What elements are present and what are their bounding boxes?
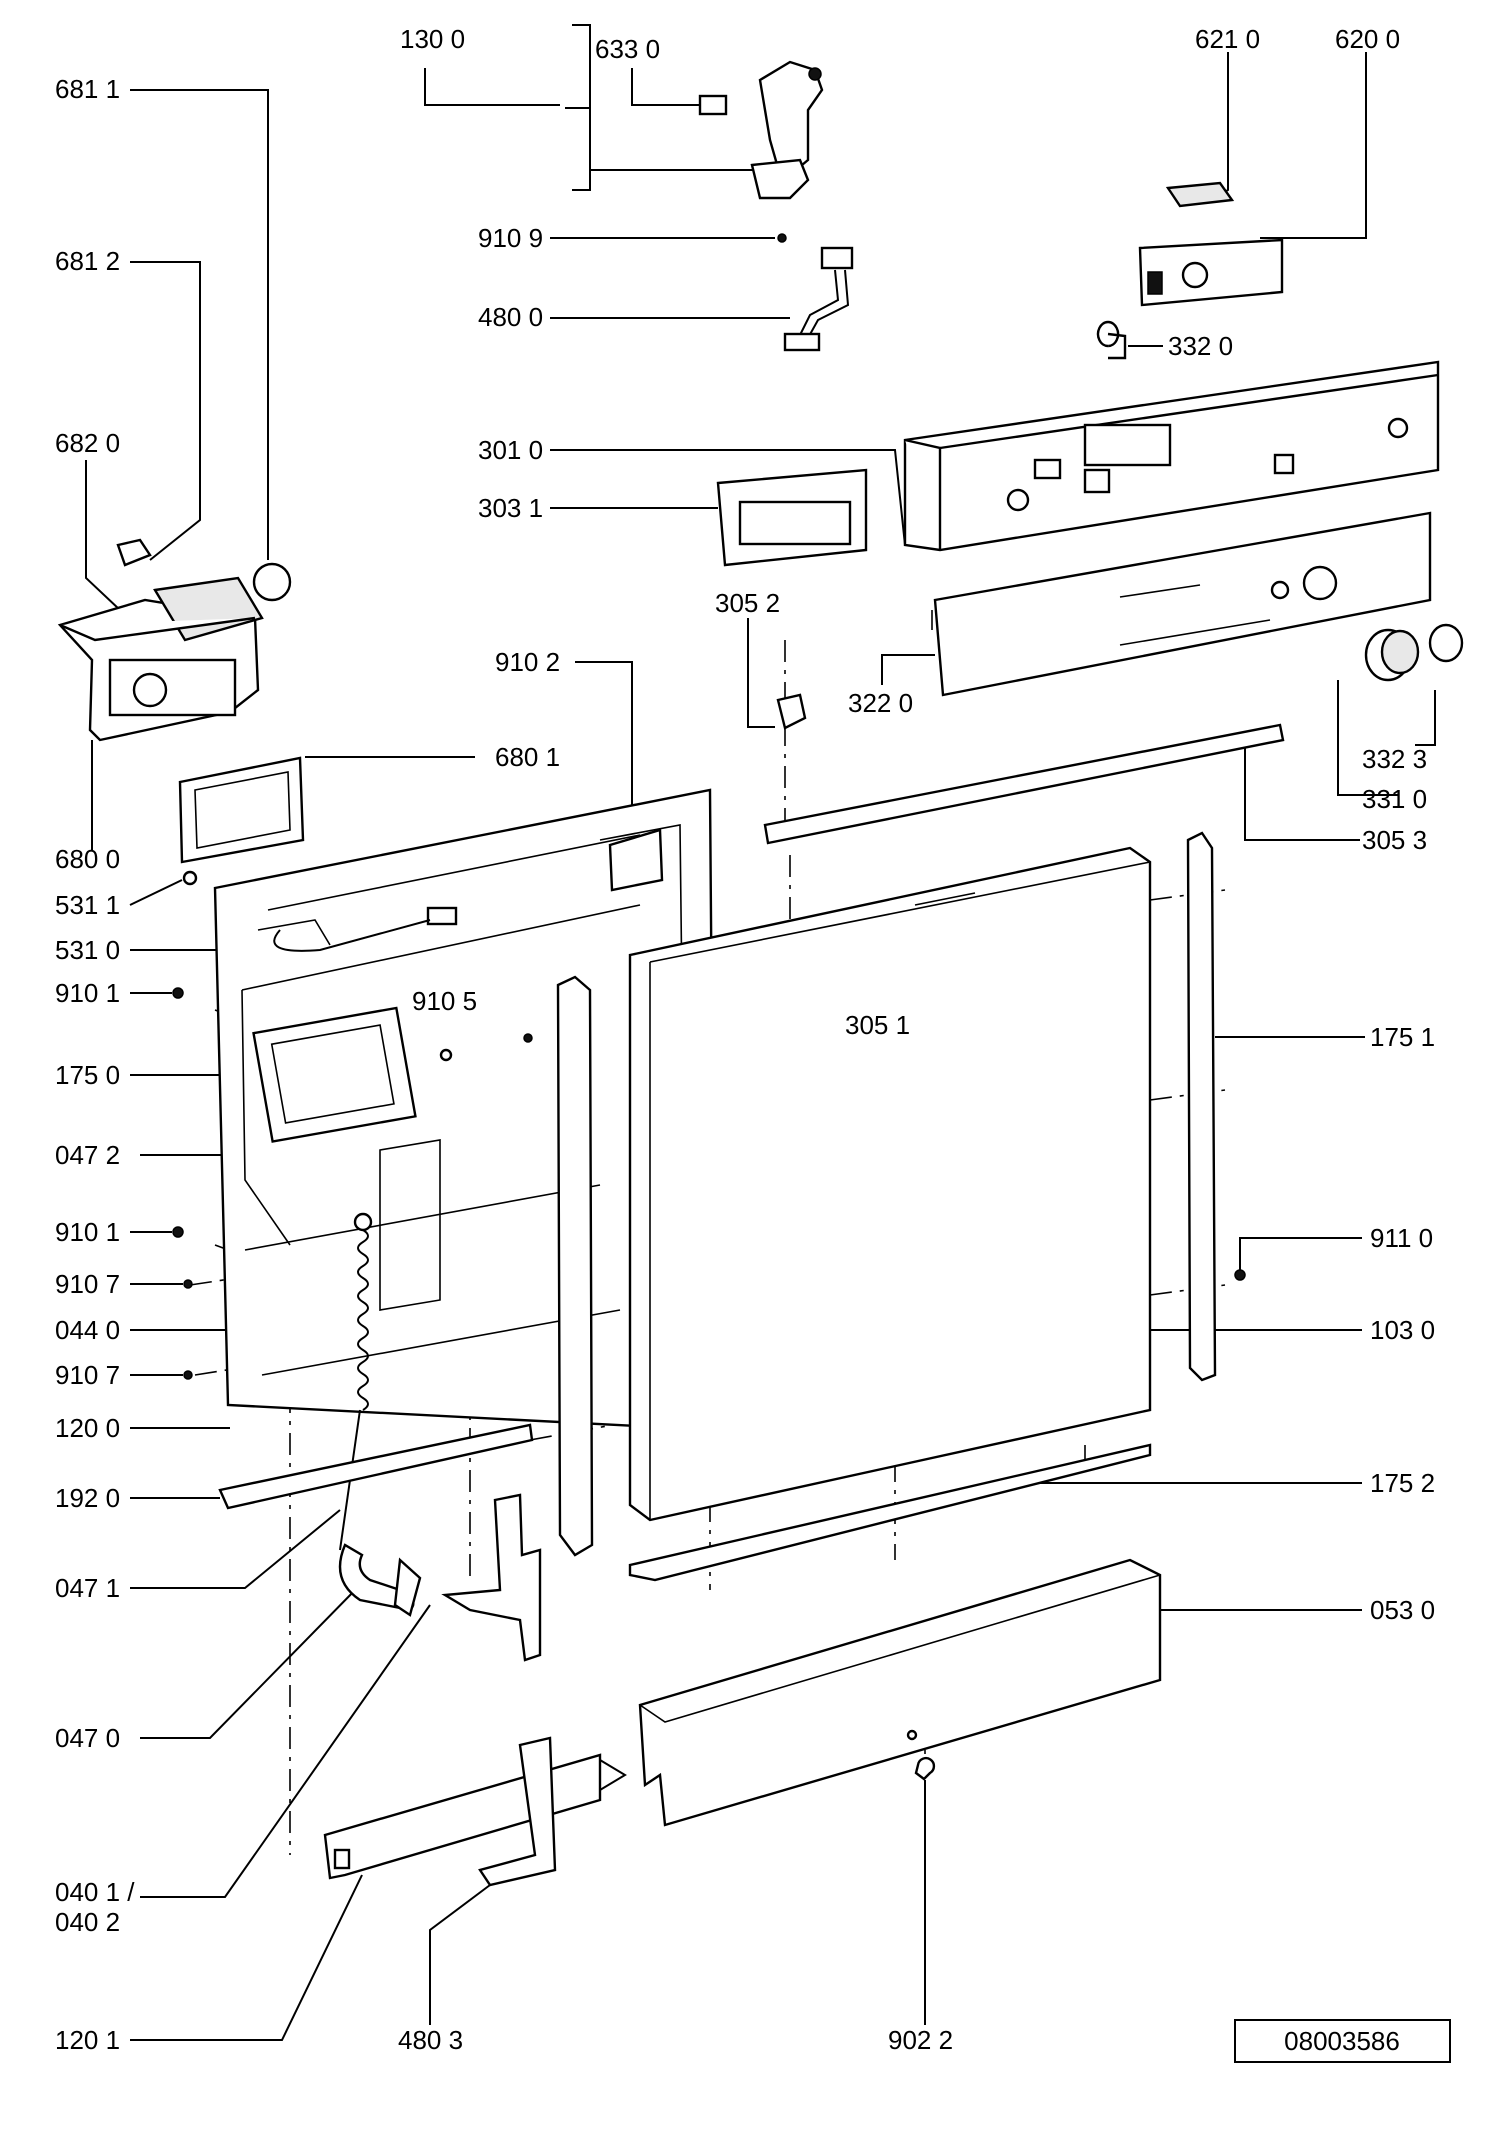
screw-9105	[439, 1048, 453, 1062]
lower-rail	[218, 1423, 534, 1510]
label-1750: 175 0	[55, 1060, 120, 1090]
fascia-panel	[933, 511, 1432, 697]
label-5310: 531 0	[55, 935, 120, 965]
drawing-number-box: 08003586	[1234, 2019, 1451, 2063]
label-9105: 910 5	[412, 986, 477, 1016]
screw-9107a	[183, 1279, 193, 1289]
side-trim-left	[556, 975, 594, 1557]
label-9110: 911 0	[1370, 1223, 1433, 1253]
outer-door	[628, 846, 1152, 1522]
label-1752: 175 2	[1370, 1468, 1435, 1498]
label-6801: 680 1	[495, 742, 560, 772]
label-9022: 902 2	[888, 2025, 953, 2055]
label-0530: 053 0	[1370, 1595, 1435, 1625]
label-0470: 047 0	[55, 1723, 120, 1753]
label-6210: 621 0	[1195, 24, 1260, 54]
label-0471: 047 1	[55, 1573, 120, 1603]
screw-9109	[777, 233, 787, 243]
side-trim-right	[1186, 831, 1217, 1382]
label-1201: 120 1	[55, 2025, 120, 2055]
label-9109: 910 9	[478, 223, 543, 253]
label-0472: 047 2	[55, 1140, 120, 1170]
clip-9022	[914, 1756, 936, 1781]
label-6820: 682 0	[55, 428, 120, 458]
label-9101b: 910 1	[55, 1217, 120, 1247]
screw-5311	[182, 870, 198, 886]
control-panel	[903, 360, 1440, 552]
label-3323: 332 3	[1362, 744, 1427, 774]
bottom-trim	[628, 1443, 1152, 1582]
bottom-strip	[323, 1753, 627, 1880]
label-3053: 305 3	[1362, 825, 1427, 855]
label-3010: 301 0	[478, 435, 543, 465]
label-6200: 620 0	[1335, 24, 1400, 54]
screw-misc	[523, 1033, 533, 1043]
screw-9101b	[172, 1226, 184, 1238]
door-lock-assembly	[698, 60, 824, 200]
label-6812: 681 2	[55, 246, 120, 276]
label-6800: 680 0	[55, 844, 120, 874]
label-5311: 531 1	[55, 890, 120, 920]
label-0401: 040 1 /	[55, 1877, 135, 1907]
label-4803: 480 3	[398, 2025, 463, 2055]
knob-3310	[1364, 628, 1420, 682]
parts	[57, 60, 1464, 1887]
label-1920: 192 0	[55, 1483, 120, 1513]
label-9107b: 910 7	[55, 1360, 120, 1390]
screw-9110	[1234, 1269, 1246, 1281]
button-3320	[1096, 320, 1127, 360]
cap-3323	[1428, 623, 1464, 663]
label-3051: 305 1	[845, 1010, 910, 1040]
label-3031: 303 1	[478, 493, 543, 523]
label-3220: 322 0	[848, 688, 913, 718]
label-1200: 120 0	[55, 1413, 120, 1443]
label-1030: 103 0	[1370, 1315, 1435, 1345]
program-chip	[1165, 181, 1235, 208]
part-labels: 130 0 633 0 621 0 620 0 681 1 681 2 910 …	[55, 24, 1435, 2055]
leader-lines	[85, 24, 1436, 2041]
hinge-arm	[338, 1543, 422, 1617]
label-3320: 332 0	[1168, 331, 1233, 361]
bracket-4803	[478, 1736, 557, 1887]
hinge-bracket	[441, 1493, 542, 1662]
label-3052: 305 2	[715, 588, 780, 618]
electronic-module	[1138, 238, 1284, 307]
label-0402: 040 2	[55, 1907, 120, 1937]
label-0440: 044 0	[55, 1315, 120, 1345]
door-handle	[716, 468, 868, 567]
cable-harness-4800	[783, 246, 854, 352]
bracket-3052	[776, 693, 807, 730]
top-rail	[763, 723, 1285, 845]
label-1751: 175 1	[1370, 1022, 1435, 1052]
screw-9107b	[183, 1370, 193, 1380]
drawing-number: 08003586	[1284, 2026, 1400, 2056]
label-3310: 331 0	[1362, 784, 1427, 814]
label-1300: 130 0	[400, 24, 465, 54]
label-9107a: 910 7	[55, 1269, 120, 1299]
detergent-dispenser	[57, 538, 292, 742]
dispenser-seal	[178, 756, 305, 864]
label-9101a: 910 1	[55, 978, 120, 1008]
label-9102: 910 2	[495, 647, 560, 677]
label-4800: 480 0	[478, 302, 543, 332]
label-6811: 681 1	[55, 74, 120, 104]
plinth	[638, 1558, 1162, 1827]
label-6330: 633 0	[595, 34, 660, 64]
screw-9101a	[172, 987, 184, 999]
